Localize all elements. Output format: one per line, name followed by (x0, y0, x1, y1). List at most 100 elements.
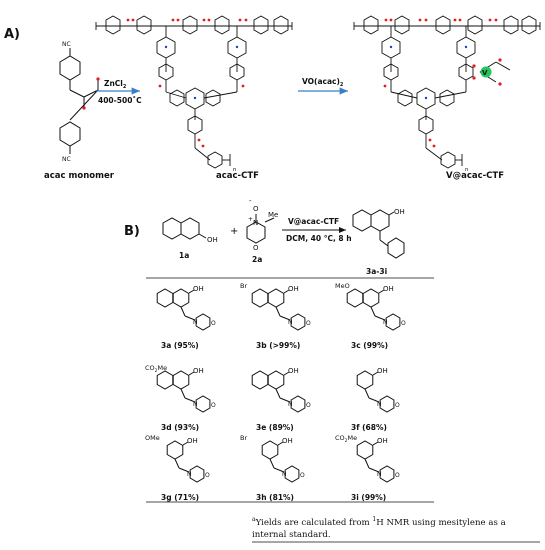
monomer-label: acac monomer (44, 171, 115, 181)
oxygen-atom (494, 18, 498, 22)
v-acac-ctf-structure (353, 15, 541, 169)
product-3b-label: 3b (>99%) (256, 341, 300, 350)
product-3d-substituent: CO2Me (145, 364, 167, 374)
plus-sign: + (230, 226, 238, 237)
acac-ctf-structure (95, 15, 293, 169)
product-3e-label: 3e (89%) (256, 423, 294, 432)
oxygen-atom (488, 18, 492, 22)
acac-monomer-structure (59, 48, 99, 154)
product-3h-o: O (300, 472, 305, 479)
monomer-nc-bottom: NC (62, 156, 71, 163)
footnote-text-pre: Yields are calculated from (255, 517, 373, 528)
step1-reagent-sub: 2 (123, 84, 127, 90)
oxygen-atom (241, 84, 245, 88)
oxygen-atom (171, 18, 175, 22)
product-structure (352, 209, 405, 259)
product-3h-label: 3h (81%) (256, 493, 294, 502)
oxygen-atom (389, 18, 393, 22)
product-3h-oh: OH (282, 437, 293, 445)
oxygen-atom (96, 77, 100, 81)
vanadium-center (480, 66, 492, 78)
nitrogen-atom (389, 45, 393, 49)
acac-ctf-triazine-nitrogens (164, 45, 239, 100)
product-3c-oh: OH (383, 285, 394, 293)
nmo-n-charge: + (248, 216, 253, 223)
nmo-o-atom: O (253, 205, 259, 213)
nitrogen-atom (424, 96, 428, 100)
step1-conditions: 400-500˚C (98, 96, 142, 105)
oxygen-atom (418, 18, 422, 22)
product-3a-o: O (211, 320, 216, 327)
v-ctf-label: V@acac-CTF (446, 171, 504, 181)
product-3g-n: N (187, 471, 192, 478)
acac-ctf-n: n (233, 167, 237, 173)
nitrogen-atom (235, 45, 239, 49)
product-3i-label: 3i (99%) (351, 493, 386, 502)
reaction-conditions: DCM, 40 °C, 8 h (286, 234, 352, 243)
oxygen-atom (238, 18, 242, 22)
v-ctf-oxygens (383, 18, 502, 148)
product-3c-o: O (401, 320, 406, 327)
product-3b-substituent: Br (240, 282, 247, 290)
oxygen-atom (498, 58, 502, 62)
product-3h-substituent: Br (240, 434, 247, 442)
step2-reagent-sub: 2 (340, 82, 344, 88)
nitrogen-atom (164, 45, 168, 49)
product-3e-o: O (306, 402, 311, 409)
acac-ctf-oxygens (126, 18, 248, 148)
reactant-1a-structure (162, 217, 207, 240)
product-3f-o: O (395, 402, 400, 409)
oxygen-atom (458, 18, 462, 22)
oxygen-atom (82, 106, 86, 110)
panel-b-label: B) (124, 224, 140, 239)
nmo-o-charge: - (249, 197, 252, 205)
oxygen-atom (202, 18, 206, 22)
step1-reagent: ZnCl (104, 79, 123, 88)
product-3h-n: N (282, 471, 287, 478)
product-3f-n: N (377, 401, 382, 408)
nmo-me: Me (268, 211, 278, 219)
vanadium-label: V (482, 69, 488, 77)
reactant-2a-structure (246, 214, 275, 244)
product-3a-label: 3a (95%) (161, 341, 199, 350)
oxygen-atom (472, 76, 476, 80)
product-3h: OH N O Br 3h (81%) (240, 434, 305, 502)
footnote-iso: 1 (372, 516, 377, 523)
product-3i-oh: OH (377, 437, 388, 445)
product-3d-o: O (211, 402, 216, 409)
product-oh: OH (394, 208, 405, 216)
oxygen-atom (498, 82, 502, 86)
footnote: aYields are calculated from 1H NMR using… (252, 514, 542, 541)
product-3a-n: N (193, 319, 198, 326)
product-3g-oh: OH (187, 437, 198, 445)
product-3b-n: N (288, 319, 293, 326)
product-3i-substituent-tail: Me (348, 434, 358, 442)
step2-reagent: VO(acac) (302, 77, 340, 86)
nmo-n-atom: N (253, 219, 258, 227)
oxygen-atom (428, 138, 432, 142)
nitrogen-atom (193, 96, 197, 100)
reaction-reagent: V@acac-CTF (288, 217, 339, 226)
monomer-oxygens (82, 77, 100, 110)
product-3f-label: 3f (68%) (351, 423, 387, 432)
panel-a-label: A) (4, 27, 20, 42)
product-3g-o: O (205, 472, 210, 479)
reactant-2a-label: 2a (252, 255, 262, 264)
product-3b-oh: OH (288, 285, 299, 293)
product-3d-substituent-tail: Me (158, 364, 168, 372)
oxygen-atom (432, 144, 436, 148)
reactant-1a-oh: OH (207, 236, 218, 244)
reactant-1a-label: 1a (179, 251, 189, 260)
product-3g-substituent: OMe (145, 434, 160, 442)
v-ctf-n: n (465, 167, 469, 173)
